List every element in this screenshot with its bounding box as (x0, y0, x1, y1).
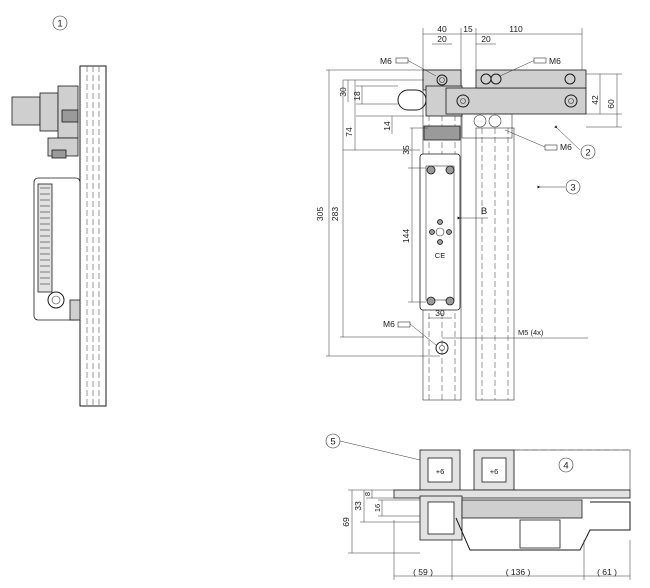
dim-30-bottom: 30 (435, 308, 445, 318)
escape-release-knob (47, 291, 65, 309)
dim-110: 110 (509, 24, 523, 34)
dim-74: 74 (344, 127, 354, 137)
dim-61: ( 61 ) (597, 567, 617, 577)
bolt-bottom (435, 341, 449, 355)
screw-label-m6-bottom: M6 (383, 319, 395, 329)
profile-label-right: +6 (490, 467, 499, 476)
callout-5-label: 5 (330, 437, 335, 448)
view-direction-label: B (481, 206, 487, 217)
actuator-block (11, 96, 41, 126)
dim-59: ( 59 ) (413, 567, 433, 577)
dim-144: 144 (401, 229, 411, 243)
screw-label-m6-mid-right: M6 (560, 142, 572, 152)
dim-20-left: 20 (437, 34, 447, 44)
dim-69: 69 (341, 517, 351, 527)
dim-18: 18 (352, 91, 362, 101)
dim-15: 15 (463, 24, 473, 34)
callout-circle-1 (52, 15, 68, 31)
dim-35: 35 (401, 145, 411, 155)
screw-label-m6-top-left: M6 (380, 56, 392, 66)
safety-switch-front (419, 153, 461, 311)
dim-14: 14 (382, 121, 392, 131)
dim-40: 40 (437, 24, 447, 34)
section-view: 5 +6 +6 4 69 33 8 16 (325, 433, 631, 580)
dim-20-right: 20 (481, 34, 491, 44)
callout-3-label: 3 (570, 183, 575, 194)
profile-label-left: +6 (436, 467, 445, 476)
dim-136: ( 136 ) (506, 567, 531, 577)
callout-4-label: 4 (563, 461, 568, 472)
dim-m5-4x: M5 (4x) (518, 328, 544, 337)
side-view: 1 (11, 15, 107, 407)
callout-1-label: 1 (57, 19, 62, 30)
dim-305: 305 (315, 207, 325, 221)
front-view: 40 15 110 20 20 (315, 24, 622, 401)
dim-42: 42 (590, 95, 600, 105)
bolt-top-left (436, 74, 448, 86)
callout-2-label: 2 (585, 148, 590, 159)
ce-mark: CE (435, 251, 445, 260)
dim-16: 16 (373, 504, 382, 512)
dim-283: 283 (330, 207, 340, 221)
dim-30: 30 (338, 87, 348, 97)
dim-8: 8 (363, 492, 372, 496)
actuator-tongue (397, 89, 427, 111)
dim-33: 33 (353, 501, 363, 511)
screw-label-m6-top-right: M6 (549, 56, 561, 66)
dim-60: 60 (606, 99, 616, 109)
